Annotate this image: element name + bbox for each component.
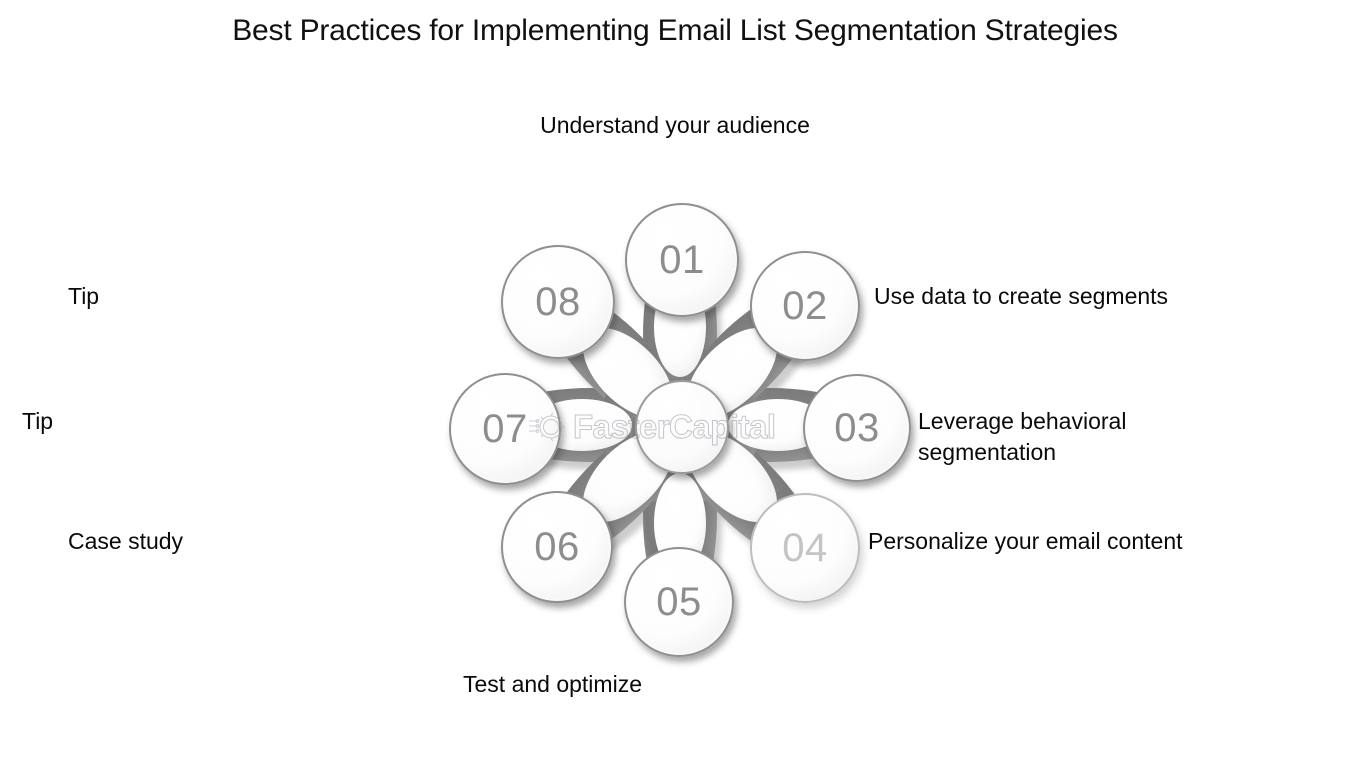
node-circle-01[interactable]: 01: [625, 203, 739, 317]
center-hub-circle[interactable]: [635, 380, 729, 474]
callout-label-top-left: Tip: [68, 283, 100, 309]
node-number-06: 06: [534, 524, 580, 569]
circular-flower-diagram: 01 02 03 04 05 06 07 08: [430, 175, 930, 675]
node-number-07: 07: [482, 406, 528, 451]
callout-label-top: Understand your audience: [540, 112, 810, 138]
node-circle-02[interactable]: 02: [750, 251, 860, 361]
callout-label-bottom: Test and optimize: [463, 671, 642, 697]
node-circle-03[interactable]: 03: [803, 374, 911, 482]
node-circle-05[interactable]: 05: [624, 547, 734, 657]
node-circle-07[interactable]: 07: [449, 373, 561, 485]
callout-label-top-right: Use data to create segments: [874, 283, 1169, 309]
node-number-01: 01: [659, 237, 705, 282]
node-number-05: 05: [656, 579, 702, 624]
node-circle-08[interactable]: 08: [501, 245, 615, 359]
node-number-04: 04: [782, 525, 828, 570]
page-title: Best Practices for Implementing Email Li…: [232, 14, 1118, 47]
callout-label-left: Tip: [22, 408, 54, 434]
node-number-08: 08: [535, 279, 581, 324]
callout-label-bottom-right: Personalize your email content: [868, 528, 1183, 554]
node-circle-06[interactable]: 06: [501, 491, 613, 603]
node-number-02: 02: [782, 283, 828, 328]
node-number-03: 03: [834, 405, 880, 450]
callout-label-bottom-left: Case study: [68, 528, 184, 554]
node-circle-04[interactable]: 04: [750, 493, 860, 603]
callout-label-right: Leverage behavioral segmentation: [918, 408, 1127, 465]
